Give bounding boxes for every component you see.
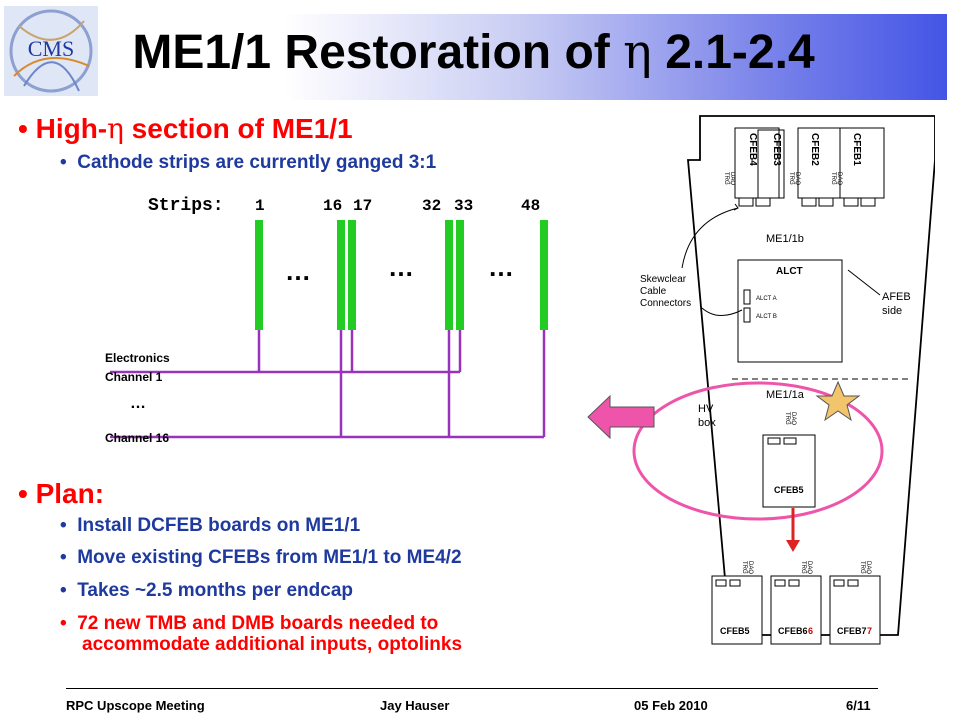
channel-ellipsis: … <box>130 395 146 412</box>
bullet-cathode-strips: • Cathode strips are currently ganged 3:… <box>60 152 437 173</box>
cfeb6-label: CFEB6 <box>778 626 808 636</box>
daq-label-b7: DAQ <box>865 561 871 574</box>
title-eta: η <box>623 24 652 80</box>
trg-label-b5: TRG <box>741 561 747 574</box>
alct-box <box>737 259 843 363</box>
skewclear-label-2: Cable <box>640 286 667 297</box>
plan-item-2: • Move existing CFEBs from ME1/1 to ME4/… <box>60 547 462 568</box>
afeb-label-1: AFEB <box>882 291 911 303</box>
cfeb4-box <box>734 127 780 207</box>
me11b-label: ME1/1b <box>766 233 804 245</box>
cfeb2-label: CFEB2 <box>809 133 820 166</box>
cfeb7-label: CFEB7 <box>837 626 867 636</box>
strip-num-17: 17 <box>353 197 372 215</box>
strip-32 <box>445 220 453 330</box>
footer-date: 05 Feb 2010 <box>634 698 708 713</box>
strip-num-48: 48 <box>521 197 540 215</box>
num7-label: 7 <box>867 626 872 636</box>
daq-label-2: DAQ <box>794 172 800 185</box>
arrow-down <box>786 540 800 552</box>
trg-label-2: TRG <box>788 172 794 185</box>
cfeb1-box <box>839 127 885 207</box>
daq-label-5: DAQ <box>790 412 796 425</box>
plan-heading: Plan: <box>35 478 105 509</box>
cms-logo: CMS <box>4 6 98 96</box>
strip-17 <box>348 220 356 330</box>
channel16-wiring <box>110 330 546 439</box>
plan-item-3: • Takes ~2.5 months per endcap <box>60 580 353 601</box>
trg-label-b6: TRG <box>800 561 806 574</box>
cfeb3-label: CFEB3 <box>771 133 782 166</box>
heading-post: section of ME1/1 <box>123 113 353 144</box>
section-heading-high-eta: • High-η section of ME1/1 <box>18 112 353 145</box>
strip-16 <box>337 220 345 330</box>
footer-meeting: RPC Upscope Meeting <box>66 698 205 713</box>
cfeb5b-box <box>711 575 763 645</box>
hv-label-1: HV <box>698 403 714 415</box>
strips-label: Strips: <box>148 196 224 216</box>
trg-label-b7: TRG <box>859 561 865 574</box>
afeb-label-2: side <box>882 305 902 317</box>
strip-num-16: 16 <box>323 197 342 215</box>
plan-item-1: • Install DCFEB boards on ME1/1 <box>60 515 361 536</box>
channel1-wiring <box>110 330 462 374</box>
plan-item-4-cont: accommodate additional inputs, optolinks <box>82 634 463 655</box>
cms-logo-text: CMS <box>28 36 74 61</box>
strip-48 <box>540 220 548 330</box>
cfeb2-box <box>797 127 843 207</box>
strip-schematic: Strips: 1 16 17 32 33 48 … … … Electroni… <box>105 196 548 445</box>
highlight-ellipse <box>632 381 884 521</box>
channel1-label: Channel 1 <box>105 370 163 384</box>
trg-label-1: TRG <box>830 172 836 185</box>
trg-label-4: TRG <box>723 172 729 185</box>
cfeb5b-label: CFEB5 <box>720 626 750 636</box>
cfeb4-label: CFEB4 <box>747 133 758 166</box>
strip-1 <box>255 220 263 330</box>
strip-num-1: 1 <box>255 197 265 215</box>
footer-divider <box>66 688 878 689</box>
pink-arrow-left <box>587 394 655 440</box>
daq-label-b6: DAQ <box>806 561 812 574</box>
skewclear-label-3: Connectors <box>640 298 691 309</box>
heading-eta: η <box>107 112 124 145</box>
channel16-label: Channel 16 <box>105 431 169 445</box>
title-bar <box>0 14 947 100</box>
cfeb6-box <box>770 575 822 645</box>
cfeb5-box <box>762 434 816 508</box>
ellipsis-2: … <box>388 252 414 282</box>
daq-label-1: DAQ <box>836 172 842 185</box>
section-heading-plan: • Plan: <box>18 478 105 509</box>
strip-num-32: 32 <box>422 197 441 215</box>
cfeb3-box <box>757 129 785 199</box>
plan-item-4: • 72 new TMB and DMB boards needed to <box>60 613 439 634</box>
cfeb1-label: CFEB1 <box>851 133 862 166</box>
footer-page-number: 6/11 <box>846 698 871 713</box>
heading-pre: High- <box>35 113 108 144</box>
me11a-label: ME1/1a <box>766 389 805 401</box>
star-marker <box>815 380 861 422</box>
skewclear-label-1: Skewclear <box>640 274 687 285</box>
daq-label-b5: DAQ <box>747 561 753 574</box>
title-range: 2.1-2.4 <box>665 26 815 79</box>
strip-33 <box>456 220 464 330</box>
strip-num-33: 33 <box>454 197 473 215</box>
electronics-label: Electronics <box>105 351 170 365</box>
ellipsis-1: … <box>285 256 311 286</box>
cfeb5-label: CFEB5 <box>774 485 804 495</box>
hv-label-2: box <box>698 417 716 429</box>
footer-author: Jay Hauser <box>380 698 450 713</box>
alct-b-label: ALCT B <box>756 314 777 320</box>
alct-label: ALCT <box>776 266 803 277</box>
alct-a-label: ALCT A <box>756 296 777 302</box>
title-text: ME1/1 Restoration of <box>132 26 610 79</box>
me11-chamber-diagram: CFEB4 CFEB3 CFEB2 CFEB1 TRG DAQ TRG DAQ … <box>632 115 935 645</box>
cfeb7-box <box>829 575 881 645</box>
num6-label: 6 <box>808 626 813 636</box>
ellipsis-3: … <box>488 252 514 282</box>
cathode-strips-text: Cathode strips are currently ganged 3:1 <box>77 152 437 173</box>
daq-label-4: DAQ <box>729 172 735 185</box>
page-title: ME1/1 Restoration of η 2.1-2.4 <box>0 24 947 80</box>
trg-label-5: TRG <box>784 412 790 425</box>
